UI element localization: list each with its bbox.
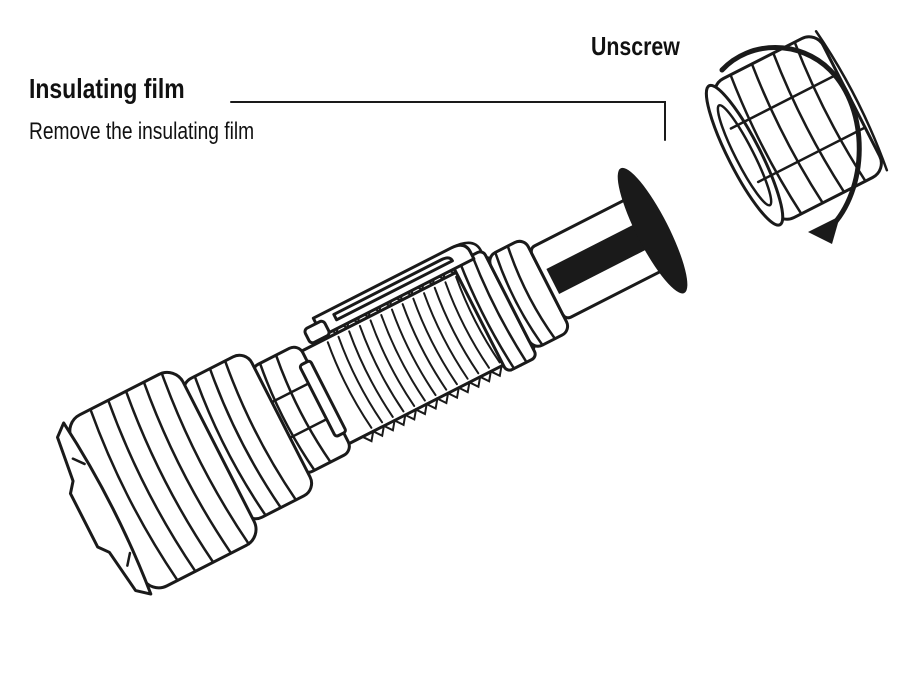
unscrew-label: Unscrew [591, 31, 680, 62]
flashlight-body [40, 138, 710, 606]
tail-cap [695, 29, 891, 232]
film-leader-line [231, 102, 665, 140]
insulating-film-description: Remove the insulating film [29, 118, 254, 146]
insulating-film-title: Insulating film [29, 73, 185, 105]
